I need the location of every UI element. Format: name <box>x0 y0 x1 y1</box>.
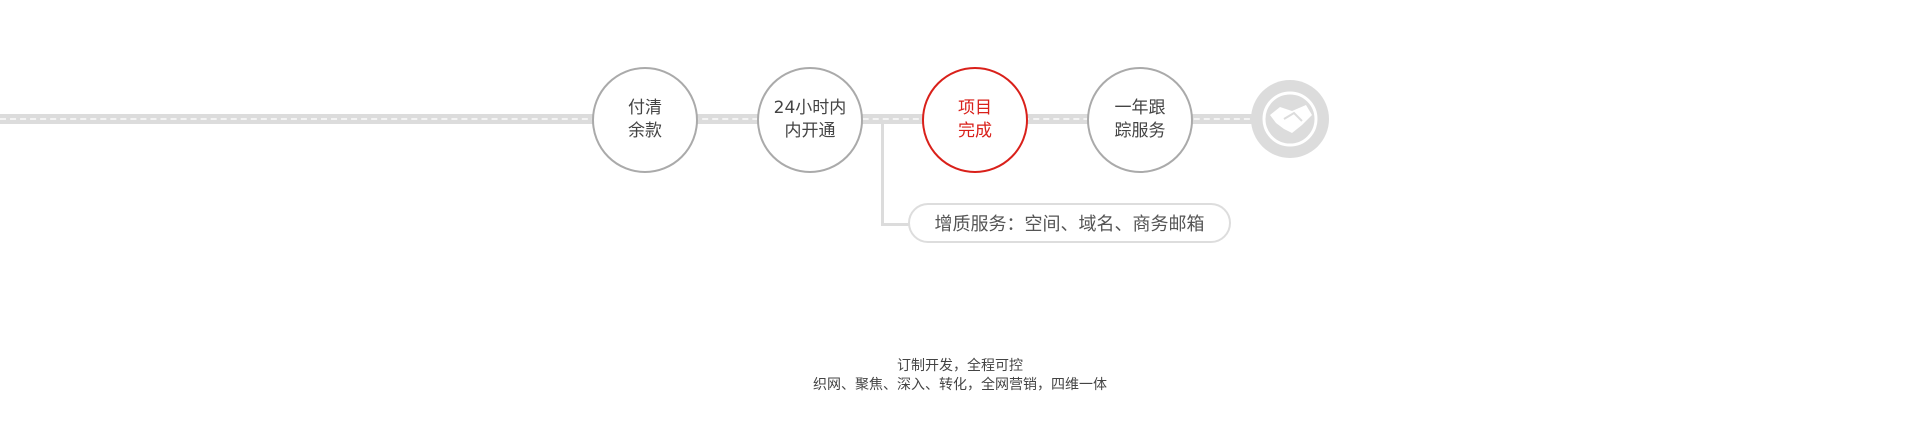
step-pay-balance: 付清 余款 <box>592 67 698 173</box>
step-one-year-service: 一年跟 踪服务 <box>1087 67 1193 173</box>
step-label: 踪服务 <box>1114 121 1166 141</box>
handshake-icon <box>1251 80 1329 158</box>
branch-connector-horizontal <box>881 223 911 226</box>
footer-line2: 织网、聚焦、深入、转化，全网营销，四维一体 <box>813 377 1107 393</box>
step-label: 付清 <box>628 98 662 118</box>
step-label: 内开通 <box>784 121 836 141</box>
step-label: 余款 <box>628 121 662 141</box>
footer-line1: 订制开发，全程可控 <box>897 358 1023 374</box>
step-24h-launch: 24小时内 内开通 <box>757 67 863 173</box>
step-label: 完成 <box>958 121 992 141</box>
extra-service-text: 增质服务：空间、域名、商务邮箱 <box>934 214 1205 235</box>
step-label: 一年跟 <box>1114 98 1166 118</box>
step-label: 项目 <box>958 98 992 118</box>
branch-connector <box>881 124 884 226</box>
step-project-complete: 项目 完成 <box>922 67 1028 173</box>
step-label: 24小时内 <box>773 98 847 118</box>
extra-service-badge: 增质服务：空间、域名、商务邮箱 <box>908 203 1231 243</box>
